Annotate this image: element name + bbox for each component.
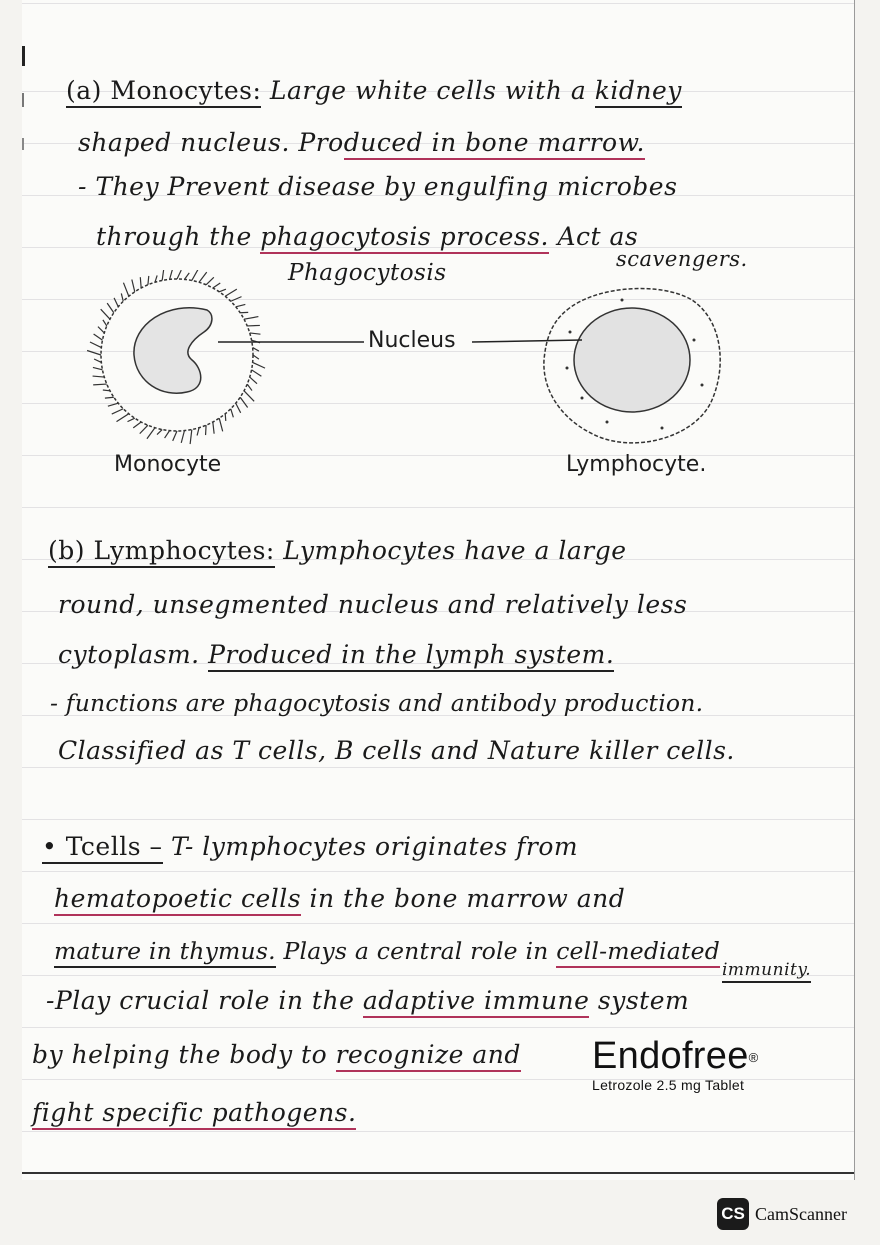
lymphocyte-nucleus	[573, 307, 691, 413]
tcells-line-1: • Tcells – T- lymphocytes originates fro…	[42, 832, 579, 864]
text-underlined: hematopoetic cells	[54, 884, 302, 916]
text: through the	[96, 222, 261, 251]
camscanner-watermark: CS CamScanner	[717, 1198, 847, 1230]
text-underlined: fight specific pathogens.	[32, 1098, 357, 1130]
monocytes-line-5: scavengers.	[616, 247, 748, 271]
text: cytoplasm.	[58, 640, 209, 669]
text-underlined: adaptive immune	[362, 986, 590, 1018]
monocytes-line-2: shaped nucleus. Produced in bone marrow.	[78, 128, 645, 160]
ruled-lines	[22, 0, 854, 1180]
lymphocytes-heading: (b) Lymphocytes:	[48, 536, 275, 568]
monocytes-line-4: through the phagocytosis process. Act as	[96, 222, 639, 254]
monocytes-heading: (a) Monocytes:	[66, 76, 262, 108]
nucleus-label: Nucleus	[368, 328, 456, 353]
nucleus-pointer-right	[471, 339, 583, 343]
text-underlined: duced in bone marrow.	[343, 128, 645, 160]
margin-mark	[22, 138, 24, 150]
text: T- lymphocytes originates from	[162, 832, 579, 861]
lymphocytes-line-1: (b) Lymphocytes: Lymphocytes have a larg…	[48, 536, 627, 568]
monocyte-nucleus	[133, 307, 213, 394]
lymphocytes-line-5: Classified as T cells, B cells and Natur…	[58, 736, 735, 765]
tcells-line-3: mature in thymus. Plays a central role i…	[54, 936, 720, 968]
text: Lymphocytes have a large	[274, 536, 627, 565]
text-underlined: cell-mediated	[556, 937, 720, 968]
monocyte-label: Monocyte	[114, 452, 222, 477]
text: Plays a central role in	[275, 937, 557, 965]
monocytes-line-1: (a) Monocytes: Large white cells with a …	[66, 76, 682, 108]
text-underlined: immunity.	[722, 960, 812, 983]
margin-mark	[22, 46, 25, 66]
text: by helping the body to	[32, 1040, 336, 1069]
text: in the bone marrow and	[301, 884, 626, 913]
text-underlined: kidney	[594, 76, 682, 108]
phagocytosis-diagram	[86, 270, 721, 445]
text: Act as	[549, 222, 639, 251]
text-underlined: mature in thymus.	[54, 937, 276, 968]
lymphocytes-line-2: round, unsegmented nucleus and relativel…	[58, 590, 688, 619]
text-underlined: Produced in the lymph system.	[208, 640, 615, 672]
brand-product: Letrozole 2.5 mg Tablet	[592, 1077, 745, 1093]
tcells-line-3-extra: immunity.	[722, 960, 812, 983]
monocytes-line-3: - They Prevent disease by engulfing micr…	[78, 172, 678, 201]
text: system	[589, 986, 690, 1015]
lymphocyte-cell	[543, 287, 721, 444]
text: Large white cells with a	[269, 76, 595, 105]
tcells-line-4: -Play crucial role in the adaptive immun…	[46, 986, 690, 1018]
endofree-logo: Endofree® Letrozole 2.5 mg Tablet	[592, 1036, 759, 1093]
lymphocyte-label: Lymphocyte.	[566, 452, 707, 477]
camscanner-icon: CS	[717, 1198, 749, 1230]
registered-mark: ®	[748, 1050, 759, 1065]
text: shaped nucleus. Pro	[78, 128, 344, 157]
text-underlined: phagocytosis process.	[260, 222, 549, 254]
brand-text: Endofree	[592, 1035, 749, 1077]
text: -Play crucial role in the	[46, 986, 363, 1015]
tcells-line-5: by helping the body to recognize and	[32, 1040, 521, 1072]
page-bottom-rule	[22, 1172, 854, 1174]
notebook-page: (a) Monocytes: Large white cells with a …	[22, 0, 855, 1180]
text-underlined: recognize and	[335, 1040, 521, 1072]
tcells-line-6: fight specific pathogens.	[32, 1098, 357, 1130]
tcells-line-2: hematopoetic cells in the bone marrow an…	[54, 884, 626, 916]
margin-mark	[22, 93, 24, 107]
lymphocytes-line-3: cytoplasm. Produced in the lymph system.	[58, 640, 615, 672]
diagram-title: Phagocytosis	[288, 260, 447, 286]
monocyte-cell	[86, 270, 266, 445]
brand-name: Endofree®	[592, 1036, 759, 1076]
lymphocytes-line-4: - functions are phagocytosis and antibod…	[50, 689, 704, 717]
camscanner-label: CamScanner	[755, 1203, 847, 1224]
tcells-heading: • Tcells –	[42, 832, 163, 864]
